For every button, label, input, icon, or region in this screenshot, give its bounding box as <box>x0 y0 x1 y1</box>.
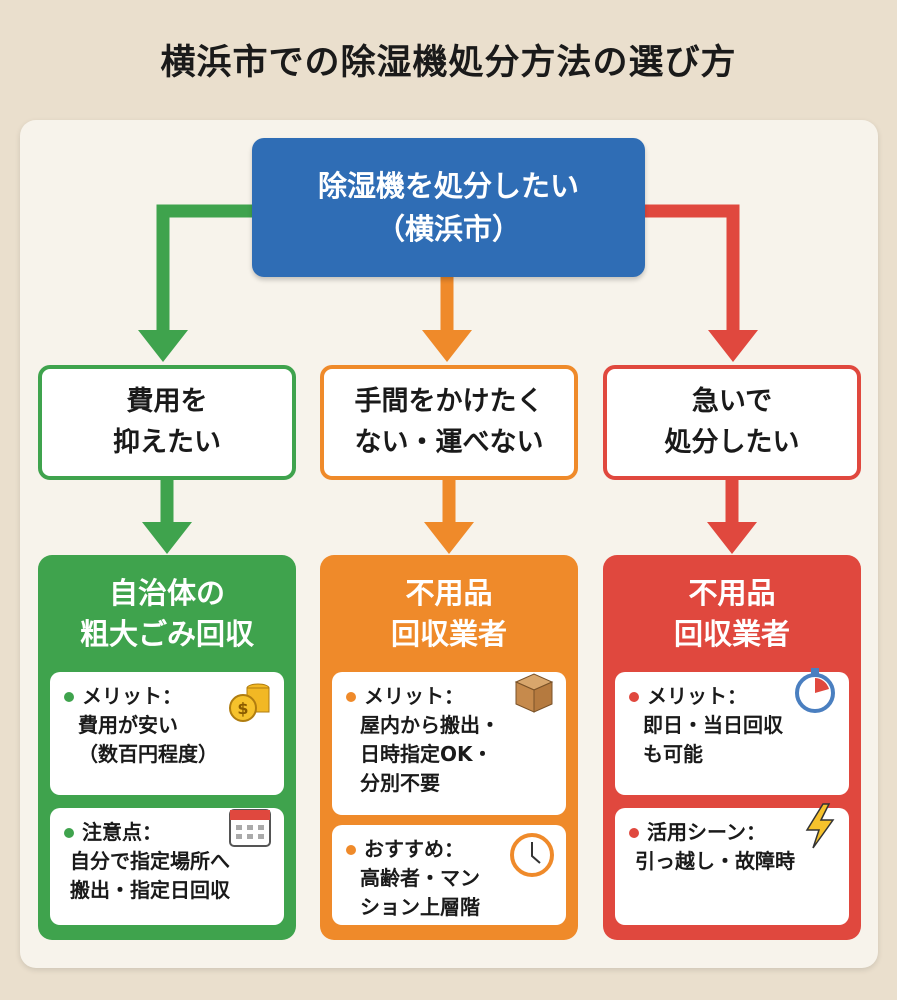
card-line: ション上層階 <box>360 895 480 919</box>
recommend-card: おすすめ： 高齢者・マンション上層階 <box>332 825 566 925</box>
start-line1: 除湿機を処分したい <box>317 169 579 204</box>
start-box: 除湿機を処分したい （横浜市） <box>252 138 645 277</box>
bullet-icon <box>64 691 74 702</box>
arrowhead-green-2 <box>142 522 192 554</box>
merit-card: メリット： 屋内から搬出・日時指定OK・分別不要 <box>332 672 566 815</box>
scene-card: 活用シーン： 引っ越し・故障時 <box>615 803 849 925</box>
arrowhead-orange <box>422 330 472 362</box>
arrowhead-red <box>708 330 758 362</box>
arrowhead-orange-2 <box>424 522 474 554</box>
card-line: 分別不要 <box>360 771 440 795</box>
box-icon <box>514 673 554 713</box>
arrowhead-red-2 <box>707 522 757 554</box>
option-title: 不用品回収業者 <box>390 576 507 651</box>
lightning-icon <box>805 803 835 849</box>
need-text: 処分したい <box>664 426 800 458</box>
card-line: 引っ越し・故障時 <box>635 849 795 873</box>
start-line2: （横浜市） <box>375 211 521 246</box>
option-urgent-removal: 不用品回収業者 メリット： 即日・当日回収も可能 活用シーン： 引っ越し・故障時 <box>603 555 861 940</box>
card-line: 自分で指定場所へ <box>70 849 230 873</box>
arrowhead-green <box>138 330 188 362</box>
card-label: 活用シーン： <box>647 820 766 844</box>
card-line: （数百円程度） <box>78 742 218 766</box>
bullet-icon <box>346 691 356 702</box>
card-label: おすすめ： <box>364 837 464 861</box>
need-low-cost: 費用を 抑えたい <box>38 365 296 480</box>
arrow-red <box>645 204 740 340</box>
clock-icon <box>510 833 554 877</box>
bullet-icon <box>346 844 356 855</box>
need-text: 費用を <box>126 386 208 417</box>
option-title: 自治体の粗大ごみ回収 <box>79 576 254 651</box>
card-label: メリット： <box>647 684 747 708</box>
need-text: ない・運べない <box>354 426 544 458</box>
caution-card: 注意点： 自分で指定場所へ搬出・指定日回収 <box>50 808 284 925</box>
coins-icon: $ <box>229 683 270 722</box>
need-text: 手間をかけたく <box>354 386 544 417</box>
need-text: 抑えたい <box>113 426 221 458</box>
card-label: メリット： <box>364 684 464 708</box>
svg-text:$: $ <box>237 699 248 718</box>
option-title: 不用品回収業者 <box>673 576 790 651</box>
card-line: 高齢者・マン <box>360 866 480 890</box>
calendar-icon <box>229 809 271 847</box>
card-line: 屋内から搬出・ <box>360 713 500 737</box>
arrow-green <box>156 204 252 340</box>
card-line: も可能 <box>643 742 703 766</box>
card-line: 即日・当日回収 <box>643 713 783 737</box>
stopwatch-icon <box>795 668 835 713</box>
page-title: 横浜市での除湿機処分方法の選び方 <box>160 43 737 83</box>
merit-card: メリット： 費用が安い （数百円程度） $ <box>50 672 284 795</box>
merit-card: メリット： 即日・当日回収も可能 <box>615 668 849 795</box>
option-junk-removal: 不用品回収業者 メリット： 屋内から搬出・日時指定OK・分別不要 おすすめ： 高… <box>320 555 578 940</box>
bullet-icon <box>629 691 639 702</box>
bullet-icon <box>64 827 74 838</box>
card-line: 費用が安い <box>78 713 178 737</box>
card-line: 搬出・指定日回収 <box>70 878 230 902</box>
need-urgent: 急いで 処分したい <box>603 365 861 480</box>
option-municipal: 自治体の粗大ごみ回収 メリット： 費用が安い （数百円程度） $ 注意点： 自分で… <box>38 555 296 940</box>
bullet-icon <box>629 827 639 838</box>
card-label: 注意点： <box>82 820 162 844</box>
card-label: メリット： <box>82 684 182 708</box>
need-text: 急いで <box>691 386 773 417</box>
card-line: 日時指定OK・ <box>360 742 493 766</box>
need-no-effort: 手間をかけたく ない・運べない <box>320 365 578 480</box>
